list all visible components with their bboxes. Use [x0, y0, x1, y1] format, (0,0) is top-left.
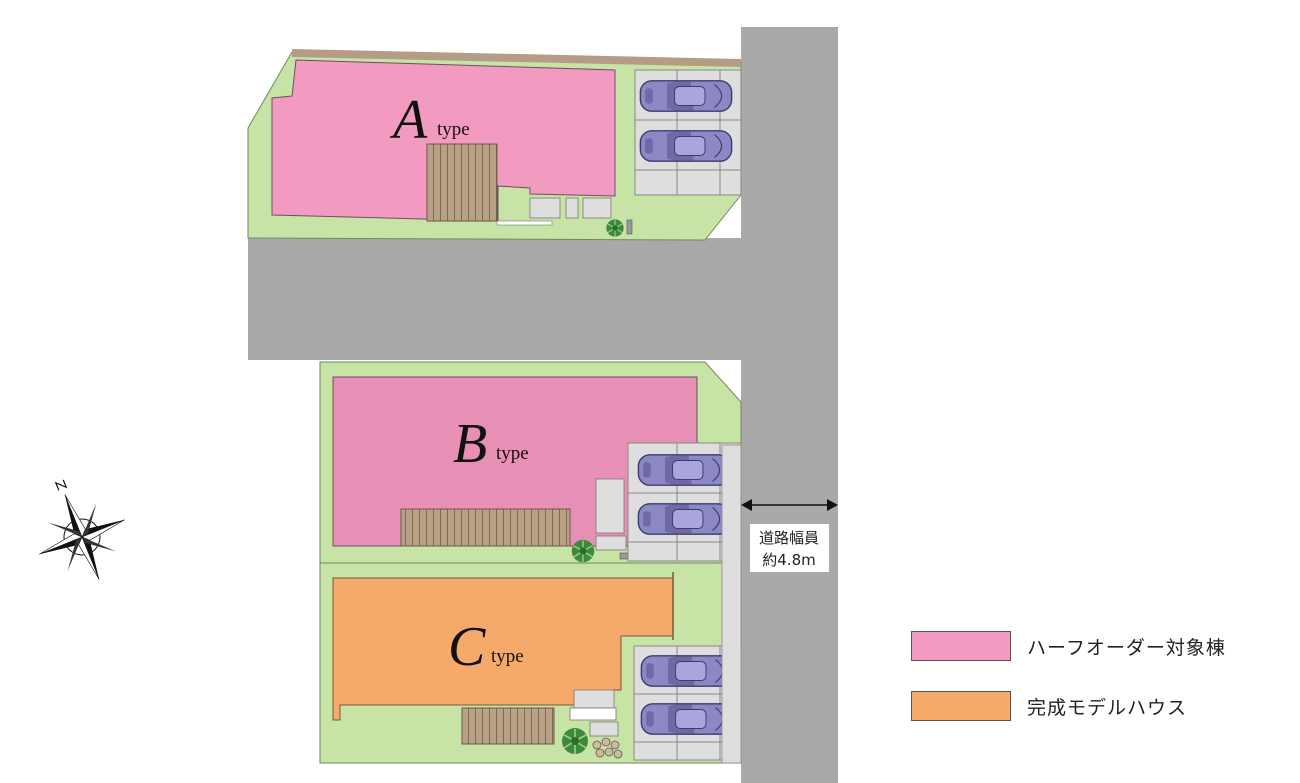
- car-icon: [639, 130, 733, 162]
- lot-b: B type: [319, 361, 742, 564]
- legend-item-half-order: ハーフオーダー対象棟: [911, 628, 1226, 664]
- legend-swatch-orange: [911, 691, 1011, 721]
- road-width-indicator: 道路幅員 約4.8m: [741, 499, 838, 572]
- lot-c-type: type: [491, 646, 524, 667]
- car-icon: [640, 655, 734, 687]
- lot-b-type: type: [496, 443, 529, 464]
- house-a: [271, 59, 616, 222]
- legend-label-half-order: ハーフオーダー対象棟: [1027, 636, 1226, 659]
- car-icon: [637, 503, 731, 535]
- compass-rose-icon: [39, 479, 125, 580]
- lot-a-letter: A: [389, 89, 428, 151]
- lot-a: A type: [247, 49, 742, 241]
- road-width-value: 約4.8m: [762, 551, 815, 569]
- tree-icon: [605, 218, 625, 238]
- deck-a: [426, 143, 498, 222]
- sidewalk: [721, 444, 742, 764]
- legend-label-model-house: 完成モデルハウス: [1027, 696, 1188, 719]
- road: [248, 27, 838, 783]
- lot-c: C type: [319, 562, 742, 764]
- lot-b-letter: B: [453, 413, 487, 475]
- lot-c-letter: C: [448, 616, 486, 678]
- legend: ハーフオーダー対象棟 完成モデルハウス: [911, 628, 1226, 748]
- deck-b: [400, 508, 571, 547]
- parking-a: [634, 69, 742, 196]
- car-icon: [637, 454, 731, 486]
- road-width-label: 道路幅員: [759, 529, 819, 547]
- car-icon: [639, 80, 733, 112]
- legend-swatch-pink: [911, 631, 1011, 661]
- legend-item-model-house: 完成モデルハウス: [911, 688, 1226, 724]
- lot-a-type: type: [437, 119, 470, 140]
- tree-icon: [571, 539, 595, 563]
- stone-path: [592, 737, 623, 759]
- deck-c: [461, 707, 555, 745]
- car-icon: [640, 703, 734, 735]
- tree-icon: [561, 727, 589, 755]
